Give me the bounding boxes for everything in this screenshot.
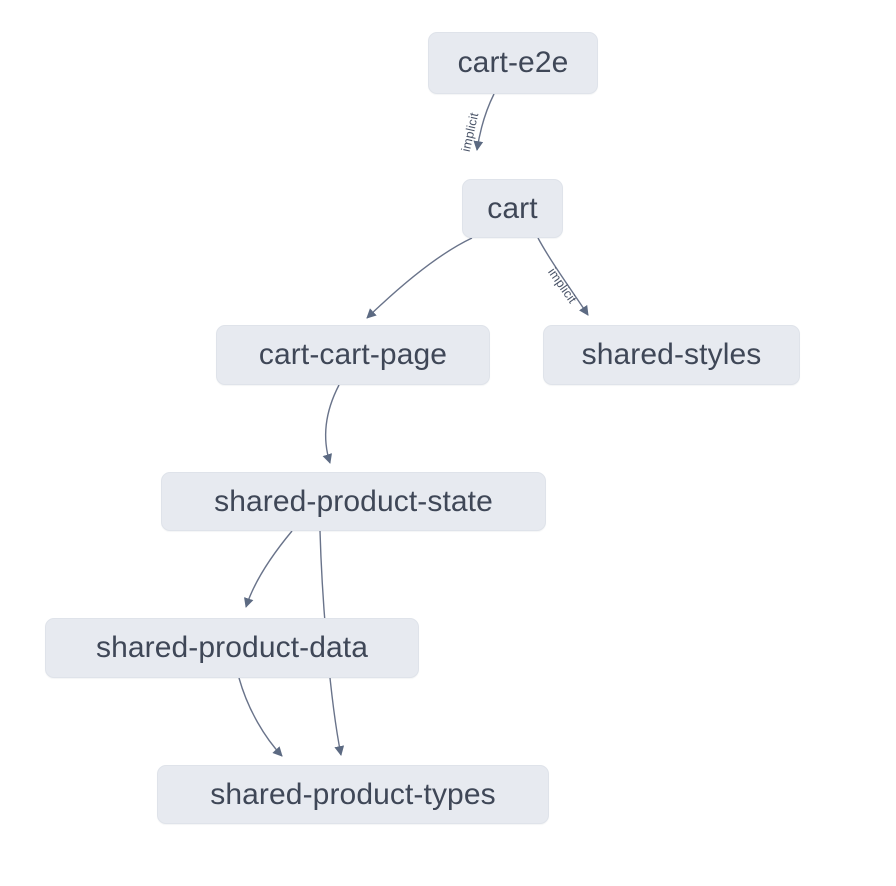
graph-node-label-cart: cart xyxy=(487,191,538,225)
graph-node-label-cart-cart-page: cart-cart-page xyxy=(258,338,448,371)
graph-node-label-shared-product-types: shared-product-types xyxy=(210,777,496,811)
edge-cart-to-cart-cart-page xyxy=(366,237,473,319)
graph-node-cart-cart-page[interactable]: cart-cart-page xyxy=(216,325,490,385)
graph-node-label-cart-e2e: cart-e2e xyxy=(457,46,569,79)
edge-shared-product-state-to-shared-product-data xyxy=(244,530,293,608)
edge-shared-product-data-to-shared-product-types xyxy=(238,677,283,757)
graph-node-shared-product-types[interactable]: shared-product-types xyxy=(157,765,549,824)
graph-node-shared-styles[interactable]: shared-styles xyxy=(543,325,800,385)
graph-node-shared-product-state[interactable]: shared-product-state xyxy=(161,472,546,531)
graph-node-cart[interactable]: cart xyxy=(462,179,563,238)
graph-node-label-shared-product-data: shared-product-data xyxy=(95,631,369,664)
edge-label-cart-to-shared-styles: implicit xyxy=(545,265,579,306)
graph-node-shared-product-data[interactable]: shared-product-data xyxy=(45,618,419,678)
graph-node-cart-e2e[interactable]: cart-e2e xyxy=(428,32,598,94)
graph-node-label-shared-styles: shared-styles xyxy=(581,338,762,371)
edge-cart-to-shared-styles xyxy=(537,237,589,316)
graph-node-label-shared-product-state: shared-product-state xyxy=(214,484,493,518)
edge-cart-e2e-to-cart xyxy=(473,93,495,151)
edge-cart-cart-page-to-shared-product-state xyxy=(322,384,340,464)
